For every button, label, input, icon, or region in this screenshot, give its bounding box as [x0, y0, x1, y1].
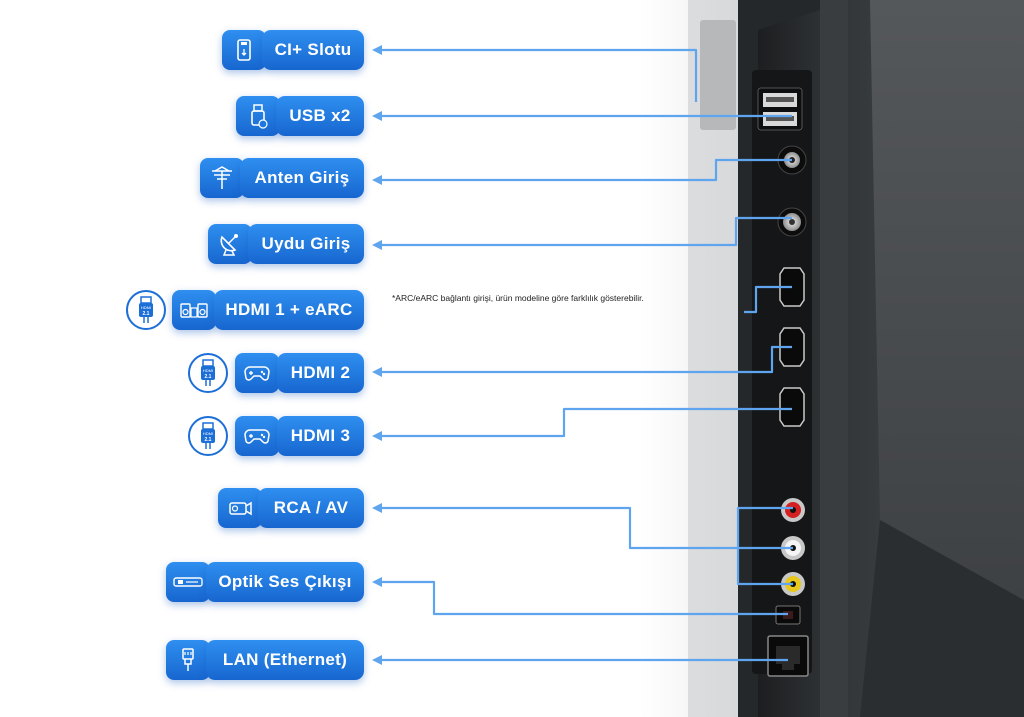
earc-footnote: *ARC/eARC bağlantı girişi, ürün modeline…	[392, 293, 644, 303]
hdmi-2-label: HDMI 2	[277, 353, 364, 393]
optical-audio-label: Optik Ses Çıkışı	[206, 562, 364, 602]
antenna-label: Anten Giriş	[240, 158, 364, 198]
gamepad-icon	[235, 416, 279, 456]
gamepad-icon	[235, 353, 279, 393]
port-label-text: HDMI 1 + eARC	[225, 300, 353, 319]
svg-text:2.1: 2.1	[143, 311, 150, 317]
port-label-text: RCA / AV	[273, 498, 349, 517]
usb-icon	[236, 96, 280, 136]
port-label-text: Anten Giriş	[254, 168, 350, 187]
port-label-text: HDMI 2	[290, 363, 351, 382]
rca-av-label: RCA / AV	[258, 488, 364, 528]
ci-card-icon	[222, 30, 266, 70]
soundbar-icon	[172, 290, 216, 330]
port-label-text: USB x2	[289, 106, 351, 125]
lan-label: LAN (Ethernet)	[206, 640, 364, 680]
port-label-text: LAN (Ethernet)	[222, 650, 348, 669]
svg-text:2.1: 2.1	[205, 437, 212, 443]
ethernet-plug-icon	[166, 640, 210, 680]
satellite-label: Uydu Giriş	[248, 224, 364, 264]
antenna-icon	[200, 158, 244, 198]
optical-cable-icon	[166, 562, 210, 602]
satellite-dish-icon	[208, 224, 252, 264]
port-label-text: CI+ Slotu	[274, 40, 352, 59]
hdmi-3-label: HDMI 3	[277, 416, 364, 456]
hdmi-1-earc-label: HDMI 1 + eARC	[214, 290, 364, 330]
svg-text:HDMI: HDMI	[203, 431, 213, 436]
port-label-text: Uydu Giriş	[261, 234, 351, 253]
port-label-text: Optik Ses Çıkışı	[218, 572, 352, 591]
svg-text:2.1: 2.1	[205, 374, 212, 380]
port-label-text: HDMI 3	[290, 426, 351, 445]
camcorder-icon	[218, 488, 262, 528]
svg-text:HDMI: HDMI	[203, 368, 213, 373]
ci-slot-label: CI+ Slotu	[262, 30, 364, 70]
svg-text:HDMI: HDMI	[141, 305, 151, 310]
usb-label: USB x2	[276, 96, 364, 136]
